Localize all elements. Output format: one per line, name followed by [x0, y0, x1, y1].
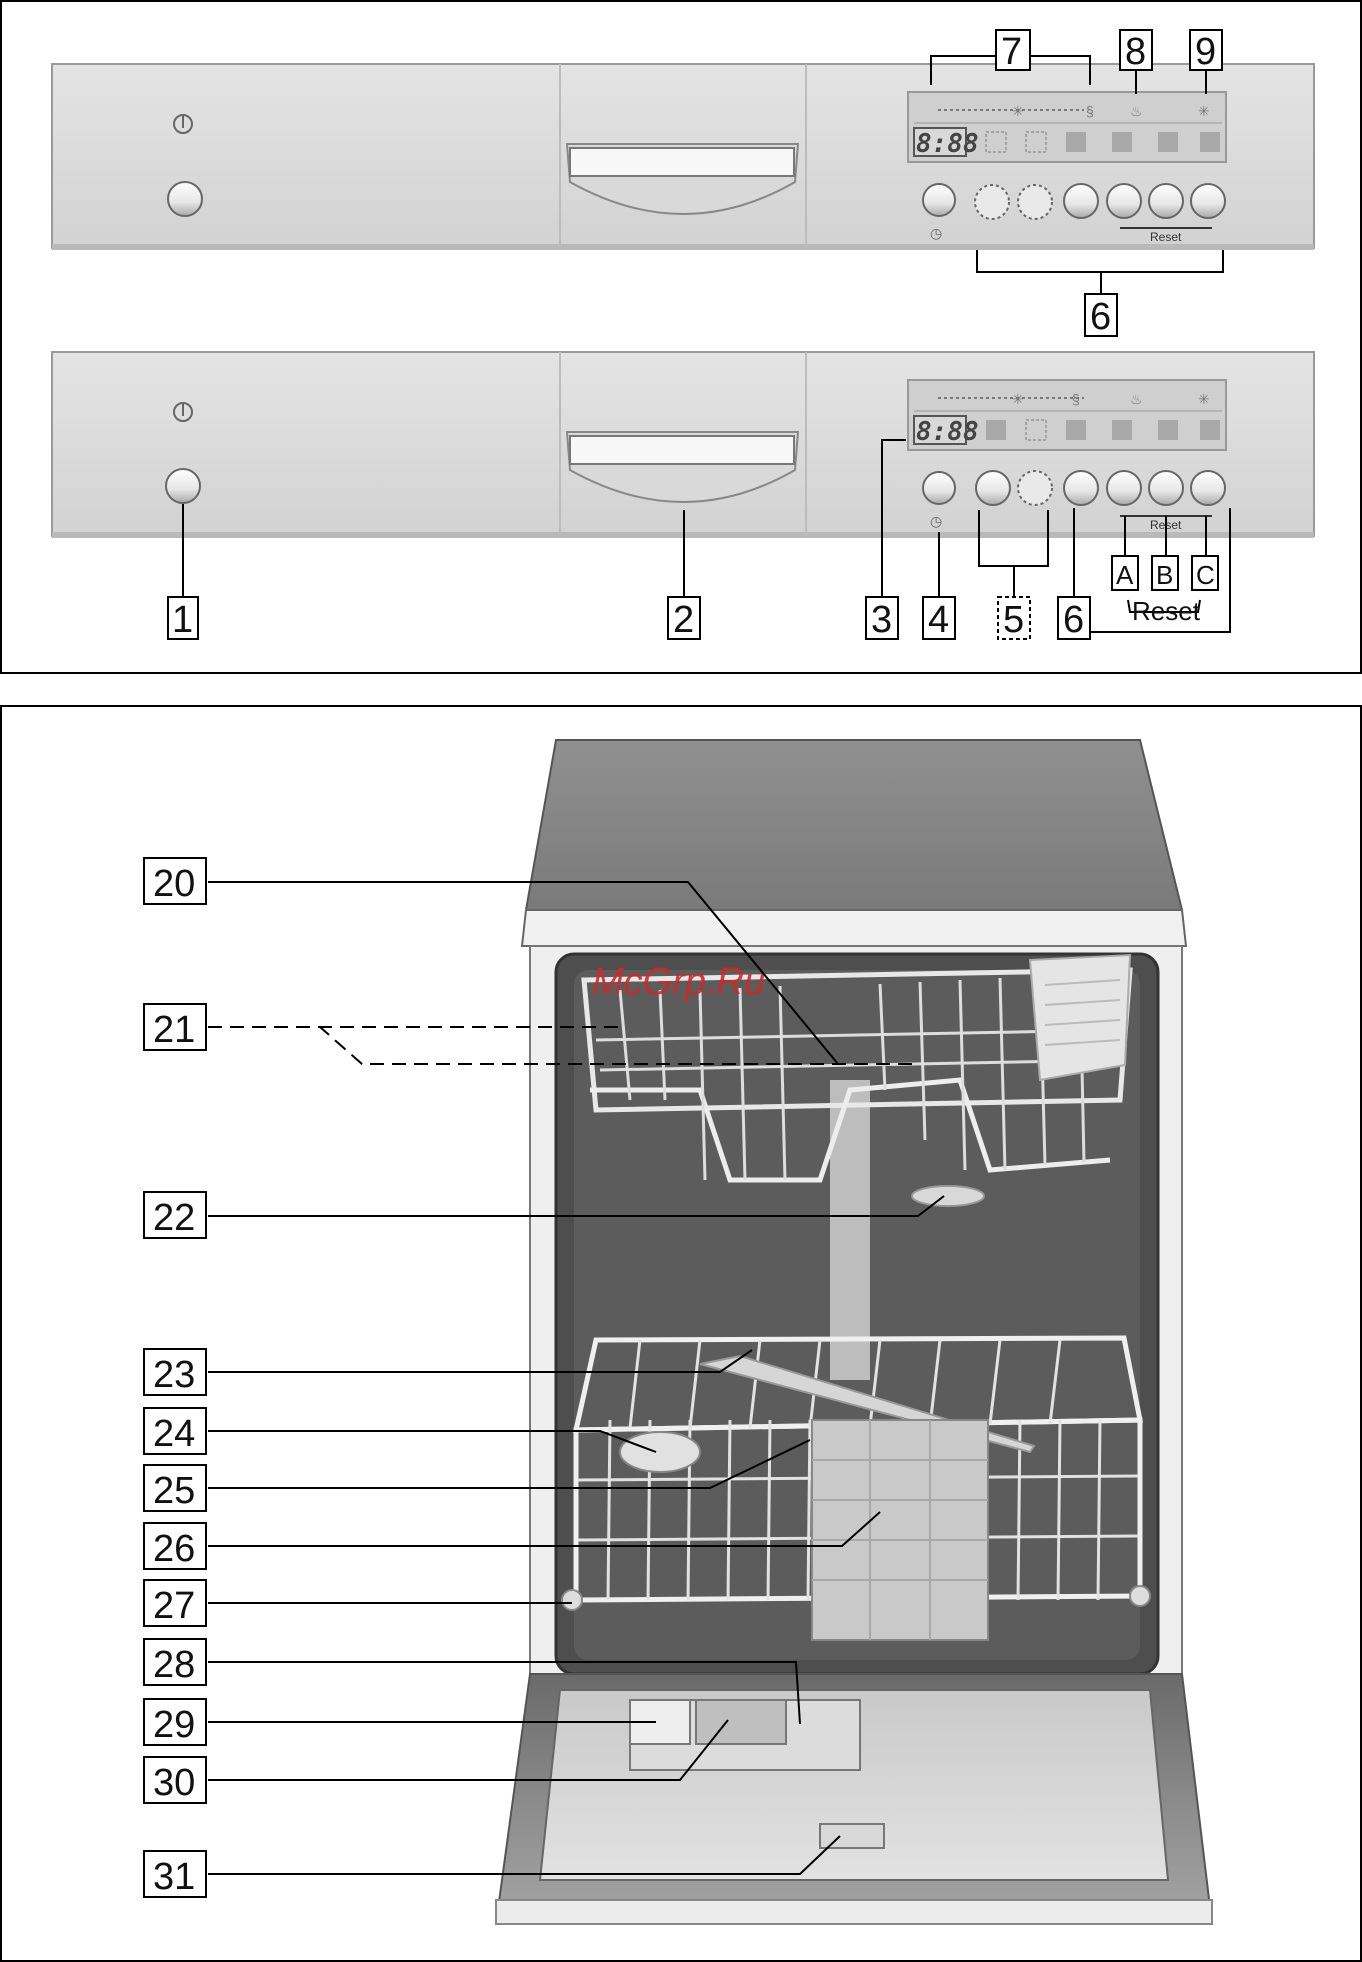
- svg-text:5: 5: [1003, 599, 1024, 641]
- callout-23: 23: [144, 1349, 206, 1396]
- svg-text:31: 31: [153, 1856, 195, 1898]
- display-digits-upper: 8:88: [916, 129, 979, 159]
- program-button-2[interactable]: [1107, 471, 1141, 505]
- power-button[interactable]: [166, 469, 200, 503]
- svg-text:29: 29: [153, 1704, 195, 1746]
- callout-20: 20: [144, 858, 206, 905]
- svg-text:4: 4: [928, 599, 949, 641]
- callout-21: 21: [144, 1004, 206, 1051]
- svg-text:7: 7: [1001, 31, 1022, 73]
- svg-text:28: 28: [153, 1644, 195, 1686]
- svg-text:24: 24: [153, 1413, 195, 1455]
- svg-text:26: 26: [153, 1528, 195, 1570]
- svg-text:30: 30: [153, 1762, 195, 1804]
- svg-text:A: A: [1116, 560, 1134, 590]
- timer-button[interactable]: [923, 184, 955, 216]
- salt-icon: ♨: [1130, 103, 1143, 119]
- option-button-1[interactable]: [975, 185, 1009, 219]
- callout-25: 25: [144, 1465, 206, 1512]
- program-button-3[interactable]: [1149, 471, 1183, 505]
- svg-text:9: 9: [1195, 31, 1216, 73]
- option-button-2[interactable]: [1018, 471, 1052, 505]
- rinse-aid-icon: ✳: [1198, 103, 1210, 119]
- callout-30: 30: [144, 1757, 206, 1804]
- sun-icon: ✳: [1012, 103, 1024, 119]
- display-digits-lower: 8:88: [916, 417, 979, 447]
- upper-spray-arm: [912, 1186, 984, 1206]
- callout-29: 29: [144, 1699, 206, 1746]
- steam-icon: §: [1072, 391, 1080, 407]
- program-button-2[interactable]: [1107, 184, 1141, 218]
- timer-button[interactable]: [923, 472, 955, 504]
- option-button-2[interactable]: [1018, 185, 1052, 219]
- svg-text:3: 3: [871, 599, 892, 641]
- watermark: McGrp.Ru: [592, 961, 765, 1003]
- callout-4: 4: [923, 532, 955, 641]
- steam-icon: §: [1086, 103, 1094, 119]
- rinse-aid-icon: ✳: [1198, 391, 1210, 407]
- program-button-4[interactable]: [1191, 184, 1225, 218]
- callout-28: 28: [144, 1639, 206, 1686]
- svg-text:B: B: [1156, 560, 1173, 590]
- callout-26: 26: [144, 1523, 206, 1570]
- program-button-3[interactable]: [1149, 184, 1183, 218]
- svg-text:27: 27: [153, 1585, 195, 1627]
- svg-text:6: 6: [1090, 296, 1111, 338]
- callout-24: 24: [144, 1408, 206, 1455]
- rating-plate: [820, 1824, 884, 1848]
- clock-icon: ◷: [930, 513, 942, 529]
- svg-text:23: 23: [153, 1354, 195, 1396]
- salt-icon: ♨: [1130, 391, 1143, 407]
- svg-text:8: 8: [1125, 31, 1146, 73]
- callout-6-upper: 6: [977, 250, 1223, 338]
- program-button-1[interactable]: [1064, 471, 1098, 505]
- svg-text:1: 1: [172, 599, 193, 641]
- svg-text:2: 2: [673, 599, 694, 641]
- clock-icon: ◷: [930, 225, 942, 241]
- reset-small-upper: Reset: [1150, 230, 1182, 244]
- program-button-4[interactable]: [1191, 471, 1225, 505]
- svg-text:20: 20: [153, 863, 195, 905]
- svg-text:21: 21: [153, 1009, 195, 1051]
- salt-container-cap[interactable]: [620, 1432, 700, 1472]
- svg-text:C: C: [1196, 560, 1215, 590]
- power-button[interactable]: [168, 182, 202, 216]
- svg-text:22: 22: [153, 1197, 195, 1239]
- callout-22: 22: [144, 1192, 206, 1239]
- control-panel-upper: ✳ § ♨ ✳ 8:88 ◷ Reset: [52, 64, 1314, 250]
- callout-31: 31: [144, 1851, 206, 1898]
- sun-icon: ✳: [1012, 391, 1024, 407]
- program-button-1[interactable]: [1064, 184, 1098, 218]
- option-button-1[interactable]: [976, 471, 1010, 505]
- callout-27: 27: [144, 1580, 206, 1627]
- reset-label: Reset: [1132, 596, 1201, 626]
- cutlery-basket[interactable]: [812, 1420, 988, 1640]
- svg-text:6: 6: [1063, 599, 1084, 641]
- svg-text:25: 25: [153, 1470, 195, 1512]
- dishwasher-body: [496, 740, 1212, 1924]
